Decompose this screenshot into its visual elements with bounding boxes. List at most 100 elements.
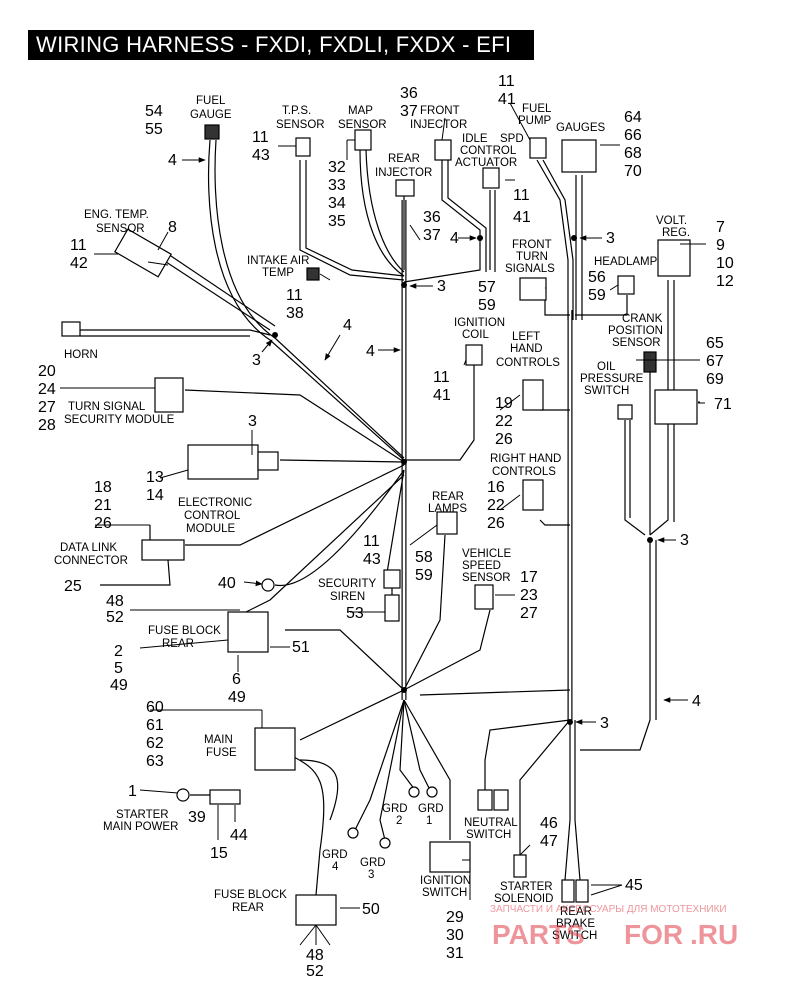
tps-label-2: SENSOR bbox=[276, 119, 325, 131]
fbr-top-ref-5: 49 bbox=[110, 677, 128, 694]
front-turn-label-3: SIGNALS bbox=[505, 263, 555, 275]
crank-label-3: SENSOR bbox=[612, 337, 661, 349]
intake-air-ref-1: 11 bbox=[286, 287, 303, 304]
rear-injector-label-1: REAR bbox=[388, 153, 420, 165]
map-label-2: SENSOR bbox=[338, 119, 387, 131]
watermark-brand-a: PARTS bbox=[492, 919, 585, 950]
main-fuse-ref-1: 60 bbox=[146, 699, 164, 716]
fbr-top-ref-3: 2 bbox=[114, 643, 123, 660]
watermark: ЗАПЧАСТИ И АКСЕССУАРЫ ДЛЯ МОТОТЕХНИКИ PA… bbox=[490, 904, 738, 950]
fuel-pump-label-1: FUEL bbox=[522, 103, 552, 115]
neutral-switch-b bbox=[493, 789, 509, 811]
left-hand-ref-1: 19 bbox=[495, 395, 513, 412]
headlamp-label: HEADLAMP bbox=[594, 256, 658, 268]
callout-3-a: 3 bbox=[437, 278, 446, 295]
siren-ref-3: 53 bbox=[346, 605, 364, 622]
ign-switch-label-1: IGNITION bbox=[420, 875, 471, 887]
oil-label-2: PRESSURE bbox=[580, 373, 644, 385]
ecm-label-2: CONTROL bbox=[184, 510, 241, 522]
starter-label-2: MAIN POWER bbox=[103, 821, 178, 833]
map-sensor-connector bbox=[354, 129, 372, 151]
rear-lamps-label-2: LAMPS bbox=[428, 503, 467, 515]
rear-brake-label-2: BRAKE bbox=[556, 918, 595, 930]
rear-injector-ref-2: 37 bbox=[423, 227, 441, 244]
right-hand-controls-connector bbox=[522, 479, 544, 511]
data-link-label-1: DATA LINK bbox=[60, 542, 117, 554]
siren-ref-1: 11 bbox=[363, 533, 380, 550]
oil-label-3: SWITCH bbox=[584, 385, 629, 397]
ign-switch-ref-3: 31 bbox=[446, 945, 464, 962]
fbr-bot-label-1: FUSE BLOCK bbox=[214, 889, 287, 901]
crank-label-2: POSITION bbox=[608, 325, 663, 337]
intake-air-label-1: INTAKE AIR bbox=[247, 255, 309, 267]
vss-ref-3: 27 bbox=[520, 605, 538, 622]
tps-ref-2: 43 bbox=[252, 147, 270, 164]
rear-lamps-label-1: REAR bbox=[432, 491, 464, 503]
front-injector-ref-2: 37 bbox=[400, 103, 418, 120]
headlamp-connector bbox=[617, 275, 635, 295]
front-injector-label-2: INJECTOR bbox=[410, 119, 467, 131]
idle-actuator-connector bbox=[482, 167, 500, 189]
ign-switch-label-2: SWITCH bbox=[422, 887, 467, 899]
fbr-top-ref-7: 49 bbox=[228, 689, 246, 706]
grd2-label-1: GRD bbox=[382, 803, 408, 815]
front-turn-label-1: FRONT bbox=[512, 239, 552, 251]
fuel-gauge-connector bbox=[204, 124, 220, 140]
ignition-coil-connector bbox=[465, 344, 483, 366]
main-fuse-ref-2: 61 bbox=[146, 717, 164, 734]
starter-ref-1: 1 bbox=[128, 783, 137, 800]
fbr-top-ref-1: 48 bbox=[106, 593, 124, 610]
vss-connector bbox=[474, 584, 494, 610]
fuel-pump-ref-2: 41 bbox=[498, 91, 516, 108]
map-ref-4: 35 bbox=[328, 213, 346, 230]
ignition-coil-label-2: COIL bbox=[462, 329, 489, 341]
fuel-gauge-ref-2: 55 bbox=[145, 121, 163, 138]
data-link-connector bbox=[141, 539, 185, 561]
volt-reg-ref-1: 7 bbox=[716, 219, 725, 236]
rear-brake-switch-b bbox=[575, 879, 589, 903]
rear-lamps-connector bbox=[436, 511, 458, 535]
ecm-ref-1: 13 bbox=[146, 469, 164, 486]
crank-ref-3: 69 bbox=[706, 371, 724, 388]
front-turn-connector bbox=[519, 277, 547, 301]
fbr-top-ref-8: 51 bbox=[292, 639, 310, 656]
solenoid-label-1: STARTER bbox=[500, 881, 553, 893]
data-link-label-2: CONNECTOR bbox=[54, 555, 128, 567]
solenoid-ref-2: 47 bbox=[540, 833, 558, 850]
callout-3-e: 3 bbox=[680, 532, 689, 549]
callout-4-b: 4 bbox=[450, 230, 459, 247]
front-injector-connector bbox=[434, 139, 452, 161]
left-hand-label-1: LEFT bbox=[512, 331, 540, 343]
starter-ref-3: 15 bbox=[210, 845, 228, 862]
neutral-switch-a bbox=[477, 789, 493, 811]
rear-injector-connector bbox=[395, 179, 415, 197]
fuel-pump-connector bbox=[529, 137, 547, 159]
callout-3-d: 3 bbox=[248, 413, 257, 430]
neutral-label-1: NEUTRAL bbox=[464, 817, 518, 829]
ignition-switch-connector bbox=[429, 841, 471, 873]
siren-connector bbox=[383, 569, 401, 589]
gauges-ref-2: 66 bbox=[624, 127, 642, 144]
rear-injector-ref-1: 36 bbox=[423, 209, 441, 226]
watermark-brand-b: FOR bbox=[624, 919, 683, 950]
gauges-label: GAUGES bbox=[556, 122, 606, 134]
rear-brake-ref: 45 bbox=[625, 877, 643, 894]
callout-leaders bbox=[60, 102, 706, 946]
vss-label-3: SENSOR bbox=[462, 572, 511, 584]
rear-brake-label-1: REAR bbox=[560, 906, 592, 918]
starter-label-1: STARTER bbox=[116, 809, 169, 821]
fbr-top-label-2: REAR bbox=[162, 638, 194, 650]
starter-ref-4: 44 bbox=[230, 827, 248, 844]
map-label-1: MAP bbox=[348, 105, 373, 117]
fuel-gauge-label-1: FUEL bbox=[196, 95, 226, 107]
fbr-top-ref-4: 5 bbox=[114, 660, 123, 677]
callout-4-c: 4 bbox=[366, 343, 375, 360]
solenoid-label-2: SOLENOID bbox=[494, 893, 553, 905]
left-hand-controls-connector bbox=[522, 379, 544, 411]
crank-ref-1: 65 bbox=[706, 335, 724, 352]
callout-40: 40 bbox=[218, 575, 236, 592]
rear-brake-label-3: SWITCH bbox=[552, 930, 597, 942]
grd1-label-1: GRD bbox=[418, 803, 444, 815]
grd2-terminal bbox=[408, 786, 420, 798]
